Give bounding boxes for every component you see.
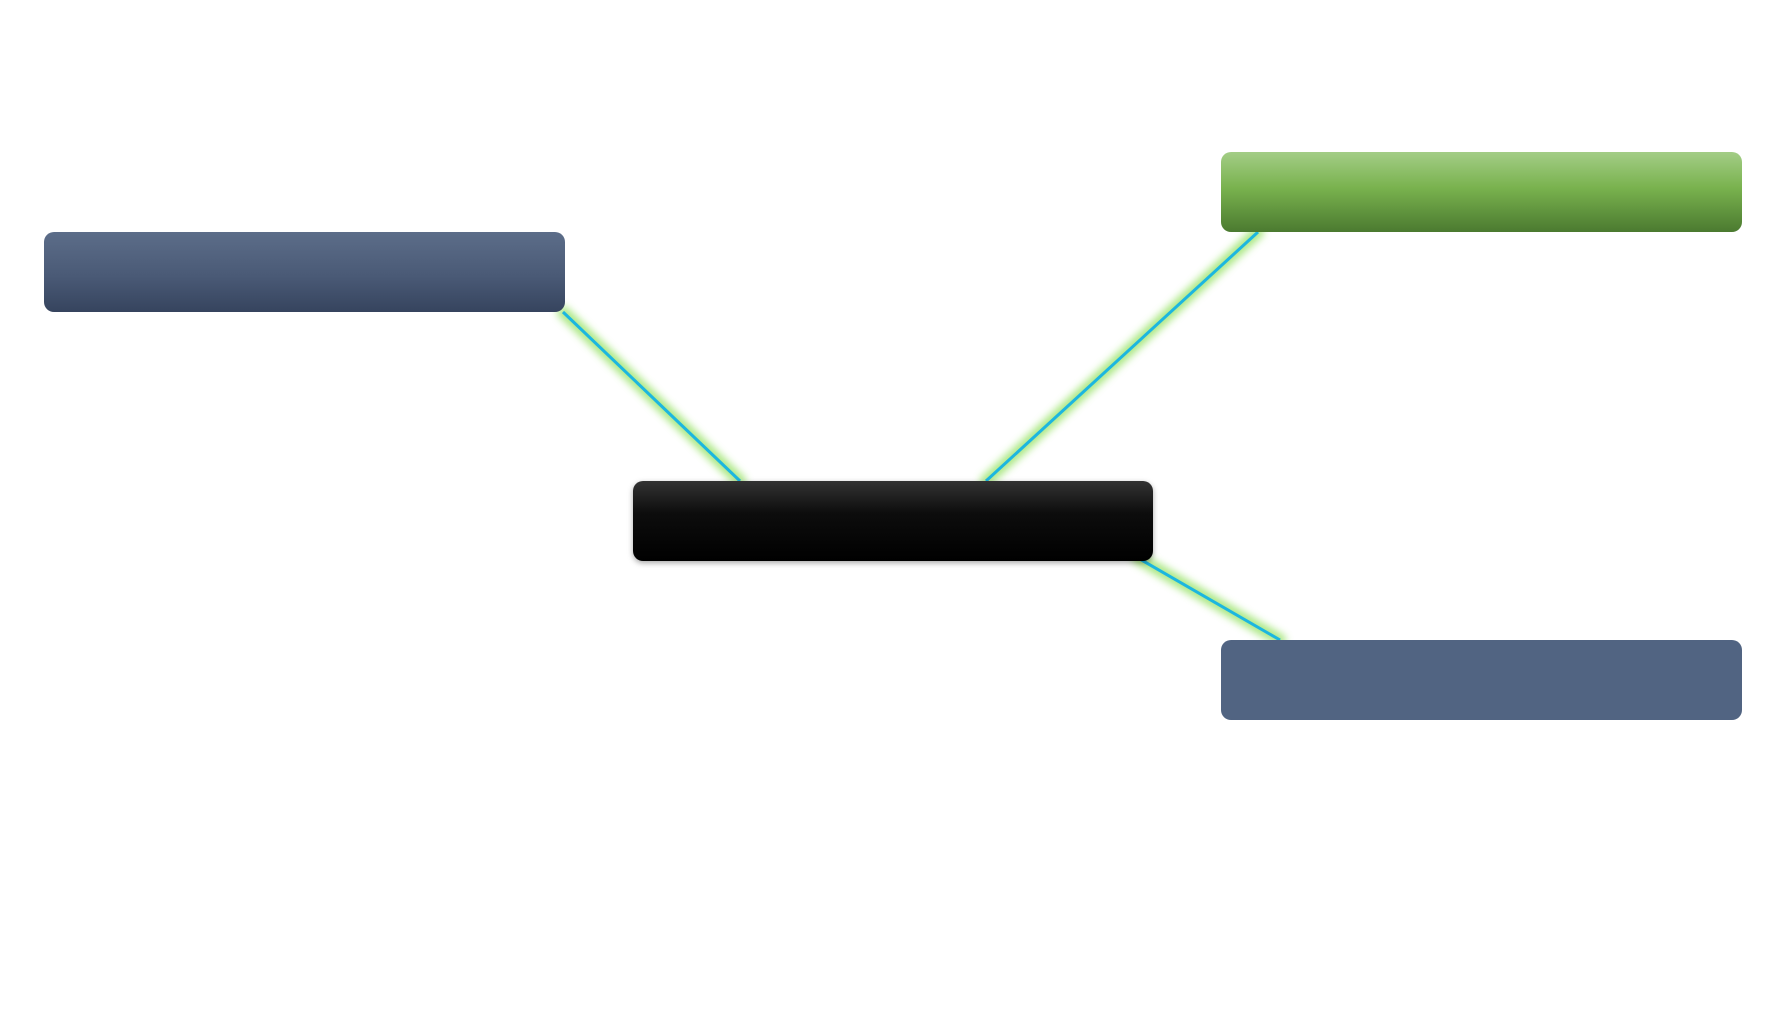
branch-node-top-right[interactable] <box>1221 152 1742 232</box>
connector-bottom-right <box>1137 556 1281 642</box>
connectors <box>561 230 1281 642</box>
branch-node-top-left[interactable] <box>44 232 565 312</box>
branch-node-bottom-right[interactable] <box>1221 640 1742 720</box>
connector-top-right <box>984 230 1260 483</box>
connector-top-left <box>561 310 742 483</box>
central-node[interactable] <box>633 481 1153 561</box>
